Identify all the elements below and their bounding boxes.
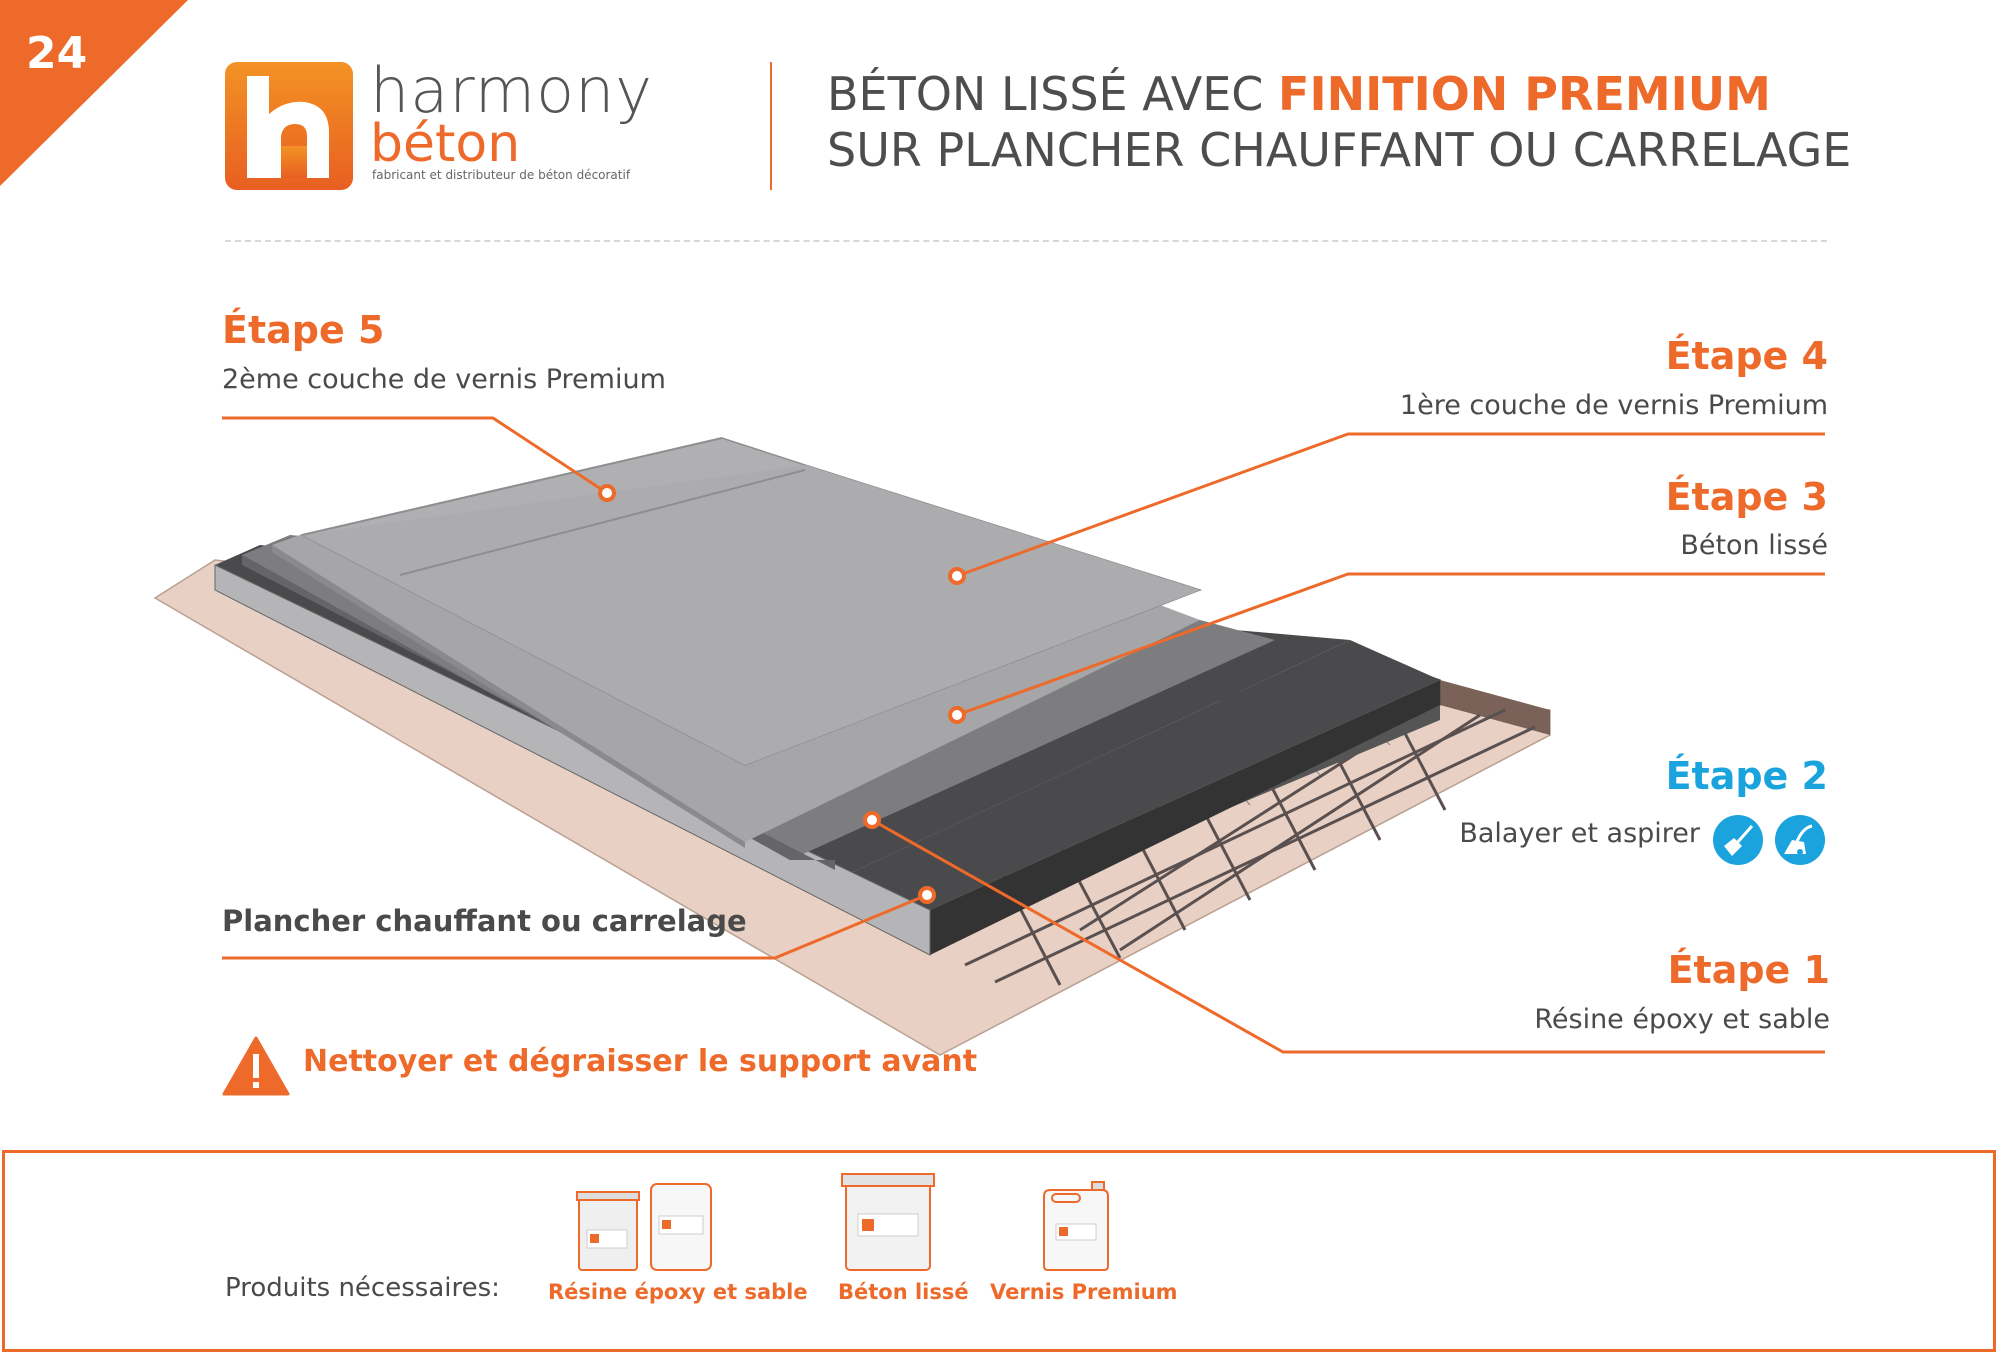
step4-desc: 1ère couche de vernis Premium: [1399, 390, 1828, 421]
page-number: 24: [26, 28, 88, 79]
step4-title: Étape 4: [1665, 334, 1828, 378]
vacuum-icon: [1775, 815, 1825, 865]
step2-title: Étape 2: [1665, 754, 1828, 798]
dashed-divider: [225, 240, 1827, 242]
step5-desc: 2ème couche de vernis Premium: [222, 364, 666, 395]
step3-desc: Béton lissé: [1680, 530, 1828, 561]
concrete-bucket-icon: [841, 1173, 935, 1271]
corner-triangle: [0, 0, 188, 186]
varnish-jerrycan-icon: [1043, 1181, 1109, 1271]
warning-text: Nettoyer et dégraisser le support avant: [303, 1044, 978, 1079]
product-label-epoxy: Résine époxy et sable: [548, 1280, 808, 1304]
title-line2: SUR PLANCHER CHAUFFANT OU CARRELAGE: [827, 123, 1852, 177]
step5-title: Étape 5: [222, 308, 385, 352]
layer-diagram: [153, 416, 1825, 1056]
callout-dots: [598, 484, 966, 904]
brand-sub: béton: [370, 114, 521, 174]
step1-title: Étape 1: [1667, 948, 1830, 992]
brand-tagline: fabricant et distributeur de béton décor…: [372, 168, 631, 182]
product-label-concrete: Béton lissé: [838, 1280, 969, 1304]
base-side: [1440, 680, 1550, 735]
header-divider: [770, 62, 772, 190]
title-highlight: FINITION PREMIUM: [1278, 67, 1771, 121]
step2-icons: [1713, 815, 1825, 865]
warning-icon: [222, 1036, 290, 1096]
step1-desc: Résine époxy et sable: [1534, 1004, 1830, 1035]
title-line1: BÉTON LISSÉ AVEC: [827, 67, 1279, 121]
product-label-varnish: Vernis Premium: [990, 1280, 1178, 1304]
harmony-logo-icon: [225, 62, 353, 190]
page-title: BÉTON LISSÉ AVEC FINITION PREMIUM SUR PL…: [827, 66, 1851, 178]
support-label: Plancher chauffant ou carrelage: [222, 904, 747, 938]
step3-title: Étape 3: [1665, 475, 1828, 519]
step2-desc: Balayer et aspirer: [1459, 818, 1700, 849]
brand-name: harmony: [370, 54, 654, 127]
broom-icon: [1713, 815, 1763, 865]
callout-lines: [222, 416, 1825, 1054]
epoxy-bucket-and-sand-bag-icon: [576, 1183, 712, 1271]
products-label: Produits nécessaires:: [225, 1273, 500, 1303]
products-box: [2, 1150, 1996, 1352]
